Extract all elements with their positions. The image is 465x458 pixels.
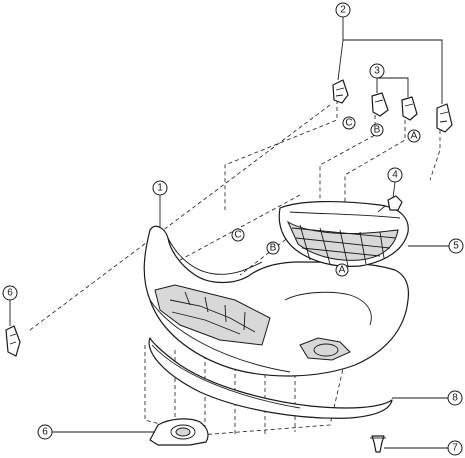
- svg-text:2: 2: [340, 5, 346, 16]
- ref-b-top: B: [370, 123, 384, 137]
- fog-lamp-cover: [149, 418, 209, 446]
- callout-1: 1: [152, 180, 168, 196]
- callout-2: 2: [335, 2, 351, 18]
- callout-7: 7: [447, 440, 463, 456]
- svg-text:B: B: [374, 125, 381, 136]
- svg-text:1: 1: [157, 183, 163, 194]
- callout-8: 8: [447, 390, 463, 406]
- ref-b-bumper: B: [266, 241, 280, 255]
- leader-lines: [9, 17, 450, 449]
- side-brackets: [371, 92, 418, 121]
- callout-6-left: 6: [2, 285, 18, 301]
- svg-text:B: B: [270, 243, 277, 254]
- svg-text:C: C: [234, 230, 241, 241]
- ref-a-bumper: A: [335, 263, 349, 277]
- svg-text:4: 4: [392, 170, 398, 181]
- svg-text:6: 6: [7, 288, 13, 299]
- ref-c-bumper: C: [231, 228, 245, 242]
- callout-3: 3: [369, 63, 385, 79]
- ref-a-top: A: [407, 129, 421, 143]
- svg-text:6: 6: [42, 427, 48, 438]
- svg-text:5: 5: [453, 241, 459, 252]
- callout-4: 4: [387, 167, 403, 183]
- callout-5: 5: [448, 238, 464, 254]
- lower-spoiler: [148, 337, 393, 419]
- side-clip-left: [5, 325, 21, 357]
- upper-brackets: [332, 79, 453, 133]
- svg-text:3: 3: [374, 66, 380, 77]
- grille-clip: [377, 195, 403, 213]
- svg-text:7: 7: [452, 443, 458, 454]
- svg-text:A: A: [411, 131, 418, 142]
- callout-6-bottom: 6: [37, 424, 53, 440]
- bottom-fastener: [370, 435, 386, 453]
- svg-text:8: 8: [452, 393, 458, 404]
- svg-text:C: C: [345, 118, 352, 129]
- svg-text:A: A: [339, 265, 346, 276]
- ref-c-top: C: [342, 116, 356, 130]
- front-grille: [278, 200, 409, 267]
